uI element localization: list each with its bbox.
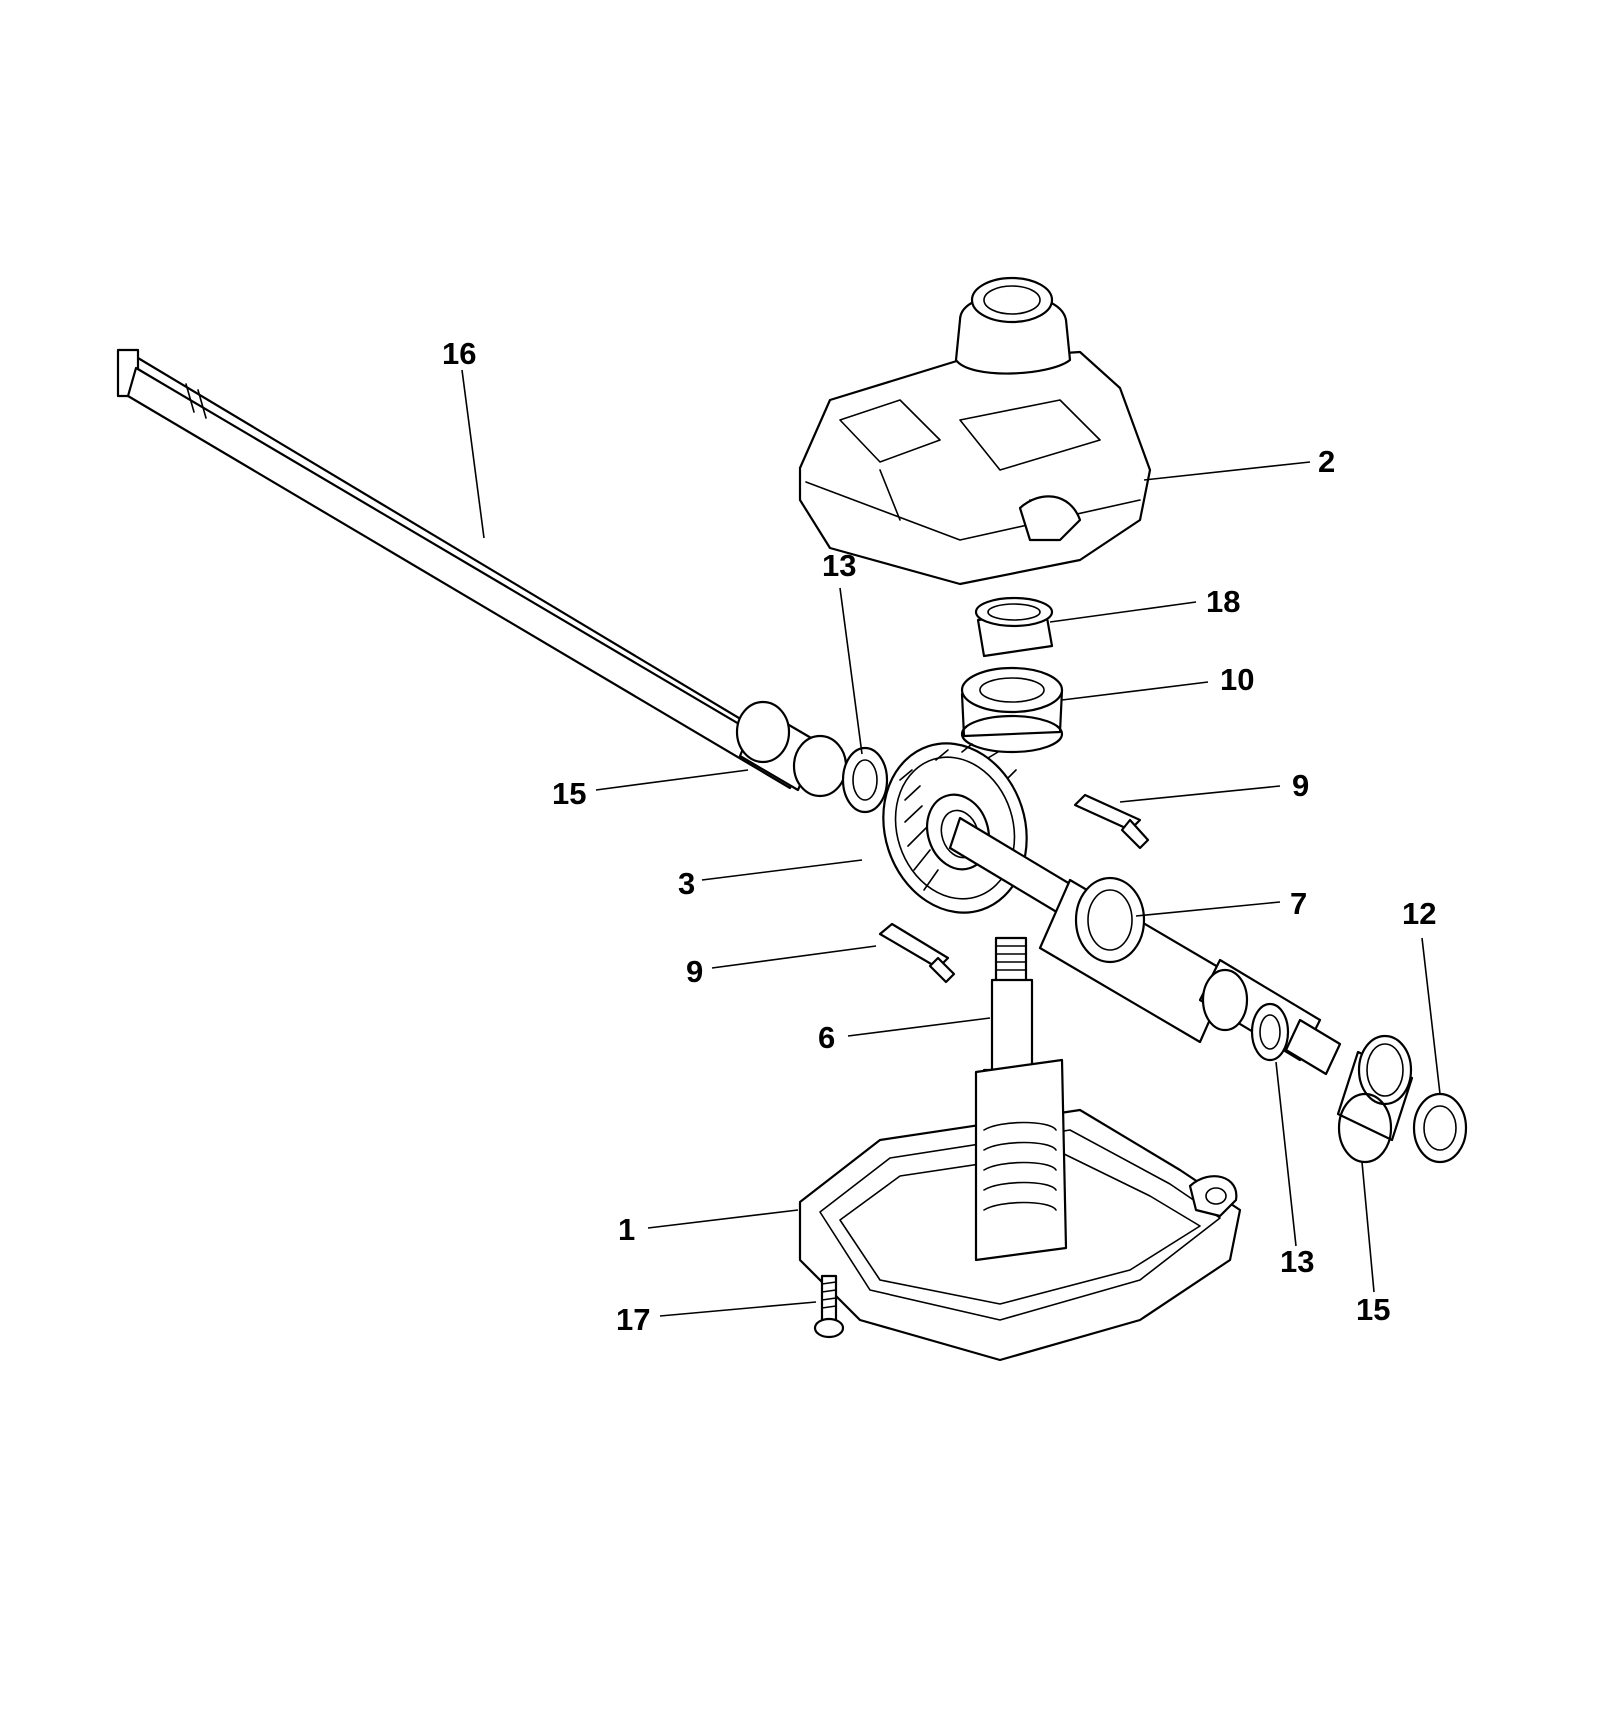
callout-9-left: 9 bbox=[686, 954, 703, 989]
thrust-washer-upper bbox=[841, 746, 889, 814]
seal-ring bbox=[1412, 1092, 1468, 1164]
leader-3 bbox=[701, 859, 863, 881]
leader-13a bbox=[839, 587, 863, 755]
leader-7 bbox=[1135, 901, 1281, 917]
helical-gear bbox=[882, 742, 1028, 914]
small-bearing bbox=[974, 596, 1054, 658]
callout-17: 17 bbox=[616, 1302, 650, 1337]
callout-15-left: 15 bbox=[552, 776, 586, 811]
drive-shaft bbox=[116, 348, 802, 790]
leader-15b bbox=[1361, 1161, 1375, 1293]
callout-9-right: 9 bbox=[1292, 768, 1309, 803]
leader-16 bbox=[461, 369, 485, 539]
callout-18: 18 bbox=[1206, 584, 1240, 619]
leader-6 bbox=[847, 1017, 991, 1037]
lower-housing bbox=[798, 1058, 1242, 1362]
large-bearing bbox=[960, 666, 1064, 754]
callout-3: 3 bbox=[678, 866, 695, 901]
callouts: 16 2 13 18 10 15 9 3 7 12 9 6 1 13 15 17 bbox=[442, 336, 1436, 1337]
key-clip-right bbox=[1073, 793, 1150, 850]
bushing-left bbox=[735, 700, 848, 798]
leader-12 bbox=[1421, 937, 1441, 1095]
callout-13-upper: 13 bbox=[822, 548, 856, 583]
leader-17 bbox=[659, 1301, 817, 1317]
leader-13b bbox=[1275, 1061, 1297, 1247]
leader-18 bbox=[1049, 601, 1197, 623]
leader-1 bbox=[647, 1209, 799, 1229]
callout-2: 2 bbox=[1318, 444, 1335, 479]
callout-16: 16 bbox=[442, 336, 476, 371]
thrust-washer-lower bbox=[1250, 1002, 1290, 1062]
leader-9a bbox=[1119, 785, 1281, 803]
callout-6: 6 bbox=[818, 1020, 835, 1055]
upper-housing bbox=[798, 276, 1152, 586]
leader-9b bbox=[711, 945, 877, 969]
leader-10 bbox=[1061, 681, 1209, 701]
key-clip-left bbox=[878, 922, 956, 984]
callout-12: 12 bbox=[1402, 896, 1436, 931]
leader-15a bbox=[595, 769, 749, 791]
screw bbox=[813, 1274, 845, 1339]
leader-2 bbox=[1143, 461, 1311, 481]
callout-7: 7 bbox=[1290, 886, 1307, 921]
bushing-right bbox=[1336, 1034, 1414, 1164]
callout-1: 1 bbox=[618, 1212, 635, 1247]
callout-10: 10 bbox=[1220, 662, 1254, 697]
leader-lines bbox=[461, 369, 1441, 1317]
callout-15-right: 15 bbox=[1356, 1292, 1390, 1327]
callout-13-lower: 13 bbox=[1280, 1244, 1314, 1279]
